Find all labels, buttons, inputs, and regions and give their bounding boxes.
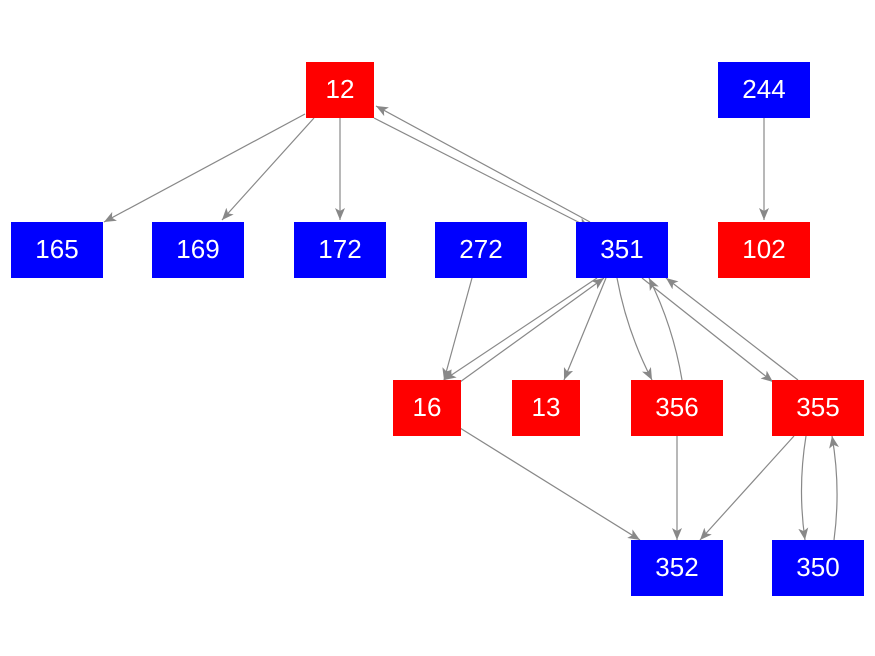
edge-351-to-356 [616, 277, 653, 381]
node-272[interactable]: 272 [435, 222, 527, 278]
node-355-label: 355 [796, 392, 839, 422]
node-169-box [152, 222, 244, 278]
node-12-box [306, 62, 374, 118]
node-13[interactable]: 13 [512, 380, 580, 436]
node-102-label: 102 [742, 234, 785, 264]
node-356[interactable]: 356 [631, 380, 723, 436]
node-244-label: 244 [742, 74, 785, 104]
node-169-label: 169 [176, 234, 219, 264]
node-272-box [435, 222, 527, 278]
edges-layer [103, 105, 839, 541]
node-351-box [576, 222, 668, 278]
node-244-box [718, 62, 810, 118]
node-13-label: 13 [532, 392, 561, 422]
node-352[interactable]: 352 [631, 540, 723, 596]
edge-355-to-352 [699, 435, 795, 541]
node-352-label: 352 [655, 552, 698, 582]
node-244[interactable]: 244 [718, 62, 810, 118]
node-165[interactable]: 165 [11, 222, 103, 278]
node-272-label: 272 [459, 234, 502, 264]
node-16-box [393, 380, 461, 436]
edge-351-to-355 [641, 277, 774, 383]
node-165-box [11, 222, 103, 278]
edge-350-to-355 [829, 435, 839, 541]
node-12[interactable]: 12 [306, 62, 374, 118]
node-16-label: 16 [413, 392, 442, 422]
node-102[interactable]: 102 [718, 222, 810, 278]
edge-351-to-12 [375, 105, 591, 223]
nodes-layer: 12 244 165 169 172 272 351 102 16 13 356 355 352 350 [11, 62, 864, 596]
node-356-label: 356 [655, 392, 698, 422]
node-351[interactable]: 351 [576, 222, 668, 278]
node-12-label: 12 [326, 74, 355, 104]
edge-12-to-351 [373, 117, 591, 229]
node-169[interactable]: 169 [152, 222, 244, 278]
node-16[interactable]: 16 [393, 380, 461, 436]
edge-16-to-351 [459, 277, 605, 383]
node-350-label: 350 [796, 552, 839, 582]
node-172-label: 172 [318, 234, 361, 264]
node-102-box [718, 222, 810, 278]
edge-351-to-16 [443, 277, 598, 381]
node-350[interactable]: 350 [772, 540, 864, 596]
edge-16-to-352 [459, 427, 641, 541]
edge-351-to-13 [563, 277, 607, 381]
edge-272-to-16 [442, 277, 473, 381]
edge-355-to-350 [798, 435, 809, 541]
edge-355-to-351 [665, 277, 799, 381]
edge-12-to-169 [221, 117, 315, 221]
node-356-box [631, 380, 723, 436]
edge-12-to-165 [103, 113, 306, 223]
node-351-label: 351 [600, 234, 643, 264]
node-355[interactable]: 355 [772, 380, 864, 436]
node-13-box [512, 380, 580, 436]
node-165-label: 165 [35, 234, 78, 264]
node-350-box [772, 540, 864, 596]
node-352-box [631, 540, 723, 596]
node-355-box [772, 380, 864, 436]
edge-356-to-351 [648, 277, 683, 381]
node-172[interactable]: 172 [294, 222, 386, 278]
node-172-box [294, 222, 386, 278]
